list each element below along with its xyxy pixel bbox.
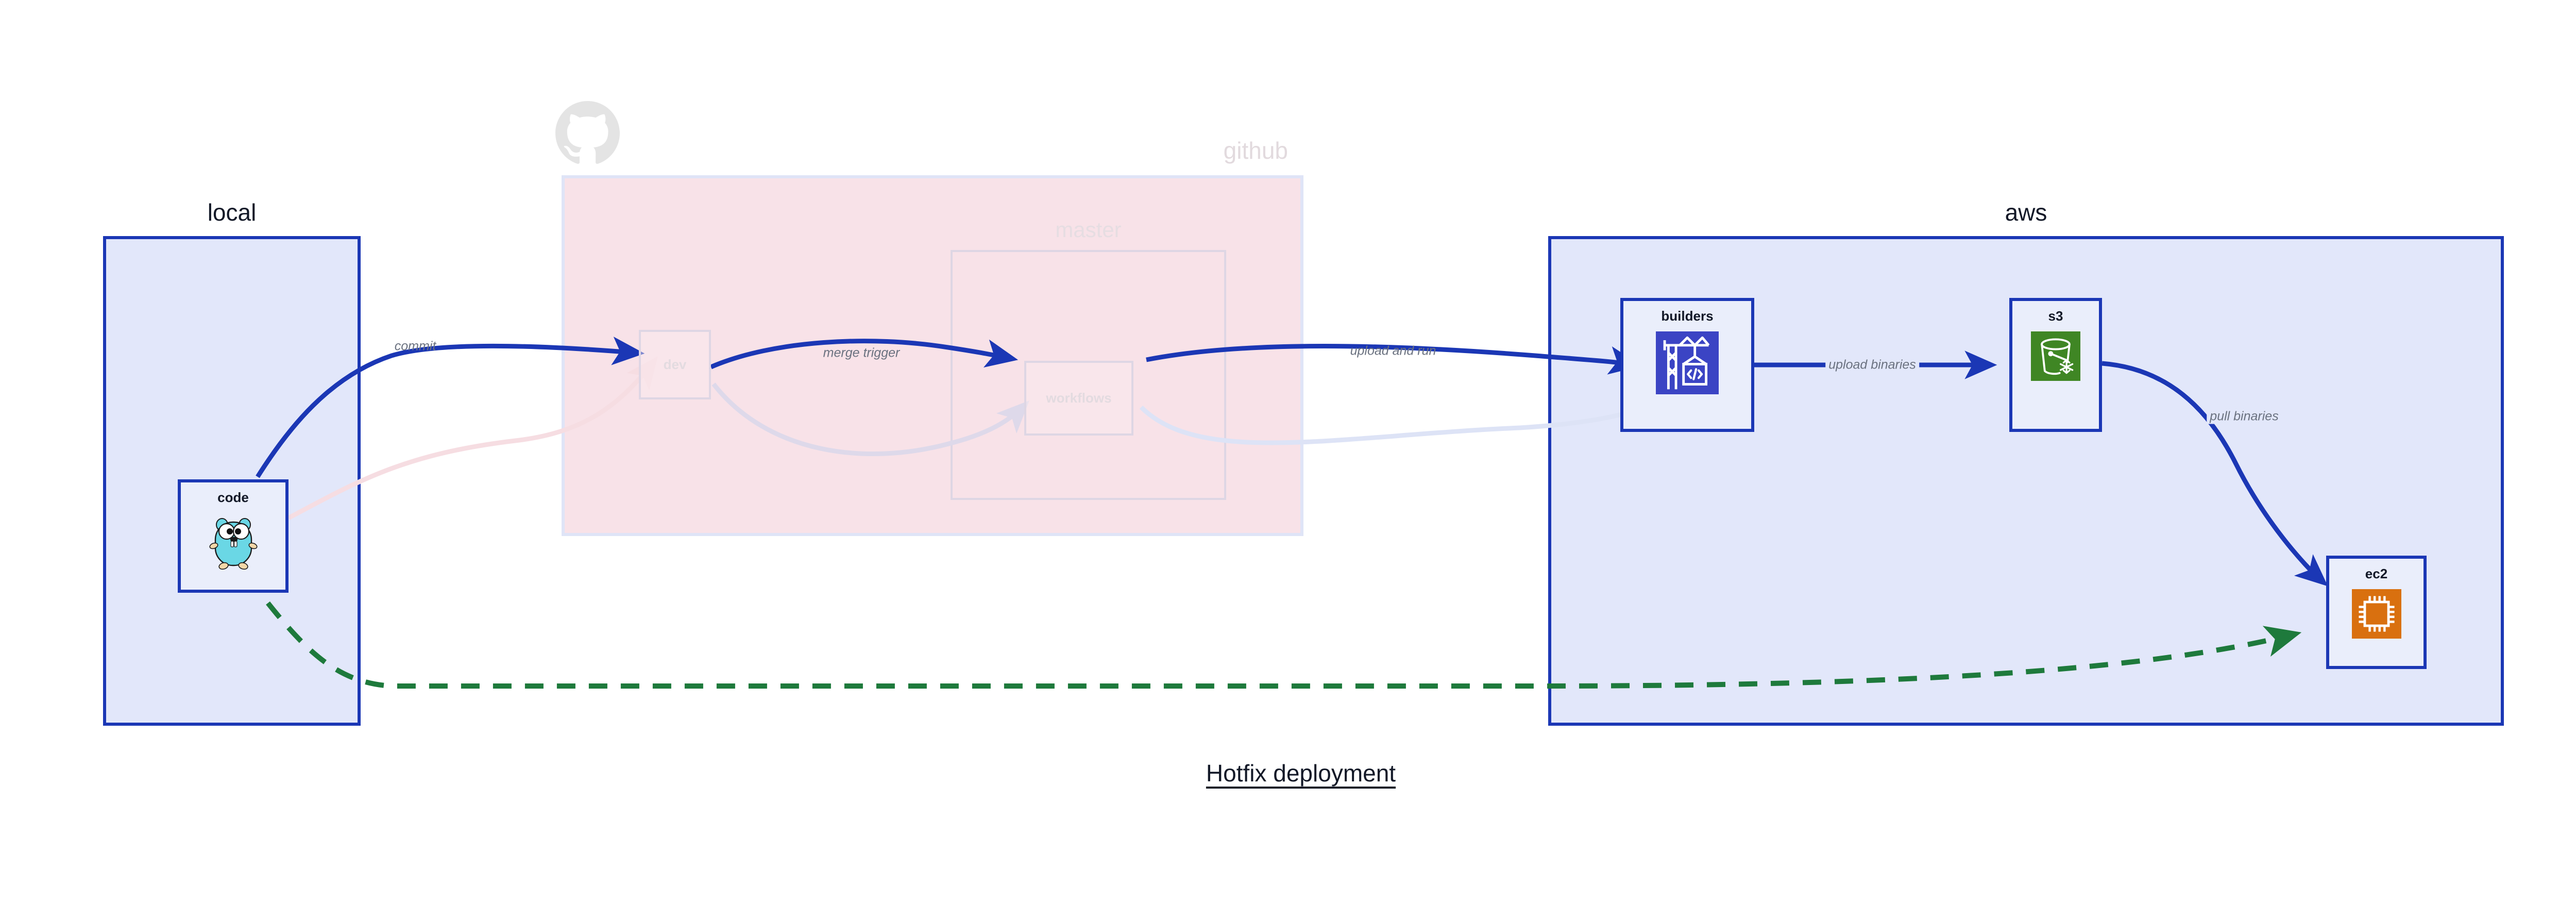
edge-commit — [256, 337, 645, 478]
aws-codebuild-icon — [1656, 331, 1719, 397]
group-title-local: local — [207, 199, 257, 226]
group-title-github: github — [1223, 137, 1288, 164]
edge-faded-workflows-builders — [1139, 402, 1657, 445]
node-s3-label: s3 — [2048, 308, 2063, 324]
node-ec2[interactable]: ec2 — [2326, 556, 2427, 669]
diagram-title: Hotfix deployment — [1206, 760, 1396, 787]
node-dev[interactable]: dev — [639, 330, 711, 399]
aws-ec2-chip-icon — [2351, 589, 2401, 641]
node-workflows[interactable]: workflows — [1024, 361, 1133, 436]
aws-s3-glacier-icon — [2031, 331, 2080, 383]
edge-upload-and-run — [1146, 344, 1642, 375]
edge-merge-trigger — [710, 339, 1019, 370]
edge-label-upload-and-run: upload and run — [1350, 343, 1436, 358]
edge-hotfix-direct — [266, 601, 2302, 689]
edge-label-pull-binaries: pull binaries — [2207, 409, 2282, 424]
go-gopher-icon — [205, 513, 262, 573]
node-s3[interactable]: s3 — [2009, 298, 2102, 432]
edge-label-upload-binaries: upload binaries — [1825, 357, 1919, 373]
group-title-master: master — [1055, 218, 1122, 242]
group-master — [951, 250, 1226, 500]
edge-faded-dev-workflows — [711, 382, 1030, 457]
node-workflows-label: workflows — [1046, 390, 1112, 406]
edge-faded-code-dev — [287, 356, 658, 520]
node-code-label: code — [217, 490, 249, 505]
github-octocat-icon — [555, 101, 620, 165]
node-dev-label: dev — [663, 357, 687, 372]
node-builders[interactable]: builders — [1620, 298, 1754, 432]
node-code[interactable]: code — [178, 479, 289, 593]
edge-label-merge-trigger: merge trigger — [820, 345, 903, 361]
edge-pull-binaries — [2102, 361, 2328, 587]
group-title-aws: aws — [2005, 199, 2047, 226]
edge-label-commit: commit — [394, 339, 436, 354]
node-ec2-label: ec2 — [2365, 566, 2388, 581]
node-builders-label: builders — [1661, 308, 1714, 324]
